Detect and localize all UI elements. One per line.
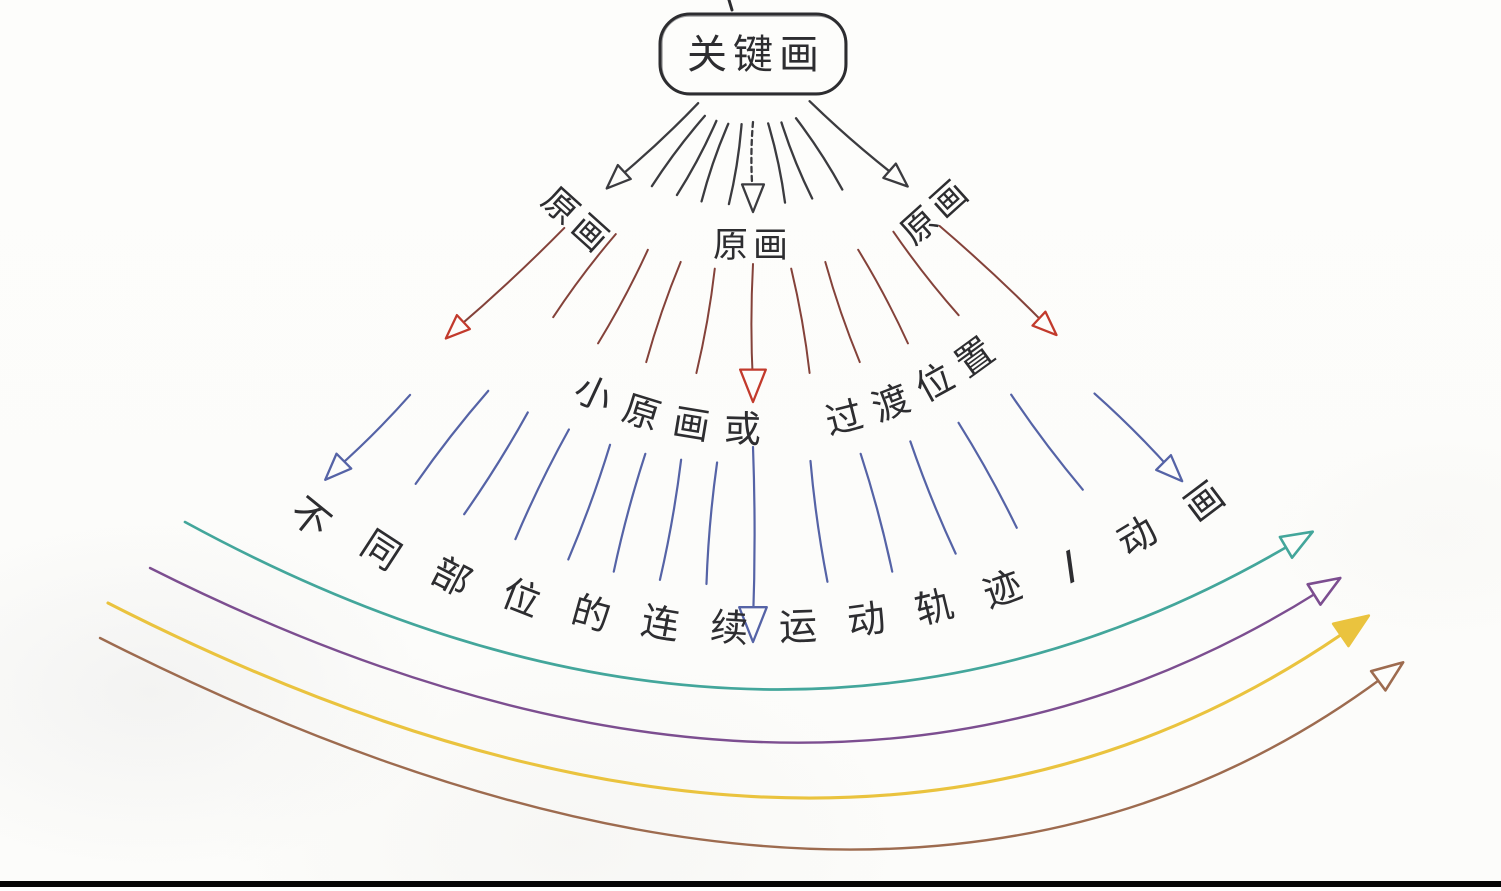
arc-brown-path	[98, 636, 1384, 851]
trajectory-label-char: 部	[424, 549, 478, 606]
keyframe-box-label: 关键画	[687, 32, 825, 78]
fan-genga-to-small-tick	[790, 267, 811, 375]
fan-keyframe-to-genga-tick	[780, 121, 814, 200]
fan-small-to-trajectory-tick	[612, 452, 647, 573]
fan-genga-to-small-tick	[645, 260, 682, 364]
fan-genga-to-small-arrow-shaft	[454, 226, 566, 331]
fan-small-to-trajectory-arrowhead	[738, 606, 768, 644]
trajectory-label-char: 运	[778, 604, 817, 649]
fan-genga-to-small-tick	[857, 248, 909, 345]
trajectory-label-char: 轨	[911, 582, 958, 634]
trajectory-label-char: 动	[845, 595, 889, 644]
fan-genga-to-small-arrowhead	[1031, 310, 1058, 337]
incoming-line-tick	[727, 0, 734, 12]
small-genga-label-char: 小	[568, 367, 620, 422]
trajectory-label-char: 动	[1109, 508, 1164, 565]
fan-keyframe-to-genga-tick	[675, 119, 718, 197]
trajectory-label-char: 的	[567, 587, 615, 640]
fan-keyframe-to-genga-tick	[767, 122, 787, 204]
trajectory-label-char: 画	[1176, 473, 1233, 531]
fan-keyframe-to-genga	[605, 100, 909, 214]
fan-small-to-trajectory-tick	[705, 461, 719, 586]
fan-keyframe-to-genga-tick	[794, 117, 844, 191]
fan-keyframe-to-genga-tick	[727, 122, 743, 206]
trajectory-label-char: 续	[709, 605, 750, 651]
fan-keyframe-to-genga-tick	[700, 122, 730, 203]
fan-genga-to-small-tick	[892, 230, 960, 317]
small-genga-arc-label: 小原画或 过渡位置	[568, 329, 1003, 451]
fan-small-to-trajectory-tick	[658, 458, 683, 581]
fan-small-to-trajectory-arrow-shaft	[1093, 392, 1174, 473]
fan-small-to-trajectory-arrow-shaft	[751, 445, 756, 624]
fan-genga-to-small-tick	[597, 248, 649, 345]
keyframe-box-sketch-stroke	[661, 15, 846, 94]
arc-yellow-arrowhead	[1331, 614, 1371, 648]
fan-small-to-trajectory-tick	[859, 452, 894, 573]
fan-genga-to-small	[444, 224, 1058, 404]
fan-small-to-trajectory	[324, 389, 1184, 644]
fan-genga-to-small-tick	[552, 233, 617, 319]
fan-small-to-trajectory-tick	[514, 428, 570, 541]
arc-purple-path	[148, 566, 1320, 744]
keyframe-box	[658, 12, 848, 96]
fan-small-to-trajectory-arrowhead	[324, 452, 353, 481]
keyframe-box-layer	[658, 0, 848, 96]
arc-yellow-path	[106, 601, 1347, 800]
fan-small-to-trajectory-tick	[909, 440, 957, 555]
arc-brown-arrowhead	[1369, 661, 1405, 692]
arc-teal-path	[183, 520, 1292, 691]
fan-genga-to-small-tick	[695, 267, 716, 375]
fan-genga-to-small-arrowhead	[739, 368, 767, 404]
fan-small-to-trajectory-tick	[414, 389, 490, 485]
trajectory-label-char: 连	[638, 599, 683, 649]
fan-genga-to-small-arrow-shaft	[750, 263, 754, 386]
genga-label-left: 原画	[533, 180, 619, 263]
small-genga-label-char: 渡	[866, 377, 916, 431]
fan-small-to-trajectory-arrow-shaft	[334, 393, 412, 471]
small-genga-label-char: 或	[723, 407, 761, 451]
arc-purple-arrowhead	[1306, 576, 1342, 606]
fan-small-to-trajectory-tick	[463, 411, 529, 516]
fan-genga-to-small-arrowhead	[444, 313, 472, 340]
small-genga-label-char: 过	[821, 393, 867, 444]
fan-keyframe-to-genga-arrowhead	[605, 163, 632, 190]
small-genga-label-char: 位	[908, 355, 961, 411]
trajectory-label-slash: /	[1054, 543, 1085, 589]
genga-label-center: 原画	[713, 226, 793, 266]
fan-genga-to-small-arrow-shaft	[938, 224, 1048, 328]
fan-keyframe-to-genga-arrowhead	[740, 183, 766, 214]
fan-keyframe-to-genga-arrow-shaft	[808, 100, 899, 179]
trajectory-arcs-layer	[98, 520, 1405, 851]
fan-small-to-trajectory-tick	[567, 443, 612, 561]
bottom-edge-bar	[0, 881, 1501, 887]
trajectory-label-char: 位	[496, 571, 547, 626]
fan-keyframe-to-genga-arrowhead	[882, 162, 909, 188]
fan-small-to-trajectory-tick	[957, 421, 1018, 529]
fan-genga-to-small-tick	[824, 260, 861, 364]
small-genga-label-char: 画	[670, 400, 714, 448]
trajectory-label-char: 迹	[977, 562, 1028, 616]
fan-arrows-layer	[324, 100, 1184, 644]
fan-small-to-trajectory-arrowhead	[1155, 454, 1184, 483]
trajectory-label-char: 不	[282, 489, 339, 547]
trajectory-label-char: 同	[353, 521, 409, 579]
arc-teal-arrowhead	[1278, 530, 1315, 560]
fan-small-to-trajectory-tick	[1010, 393, 1084, 491]
small-genga-label-char: 原	[617, 387, 665, 439]
fan-keyframe-to-genga-tick	[650, 114, 707, 188]
fan-small-to-trajectory-tick	[809, 459, 829, 583]
fan-keyframe-to-genga-arrow-shaft	[615, 102, 700, 181]
small-genga-label-char: 置	[947, 329, 1002, 386]
